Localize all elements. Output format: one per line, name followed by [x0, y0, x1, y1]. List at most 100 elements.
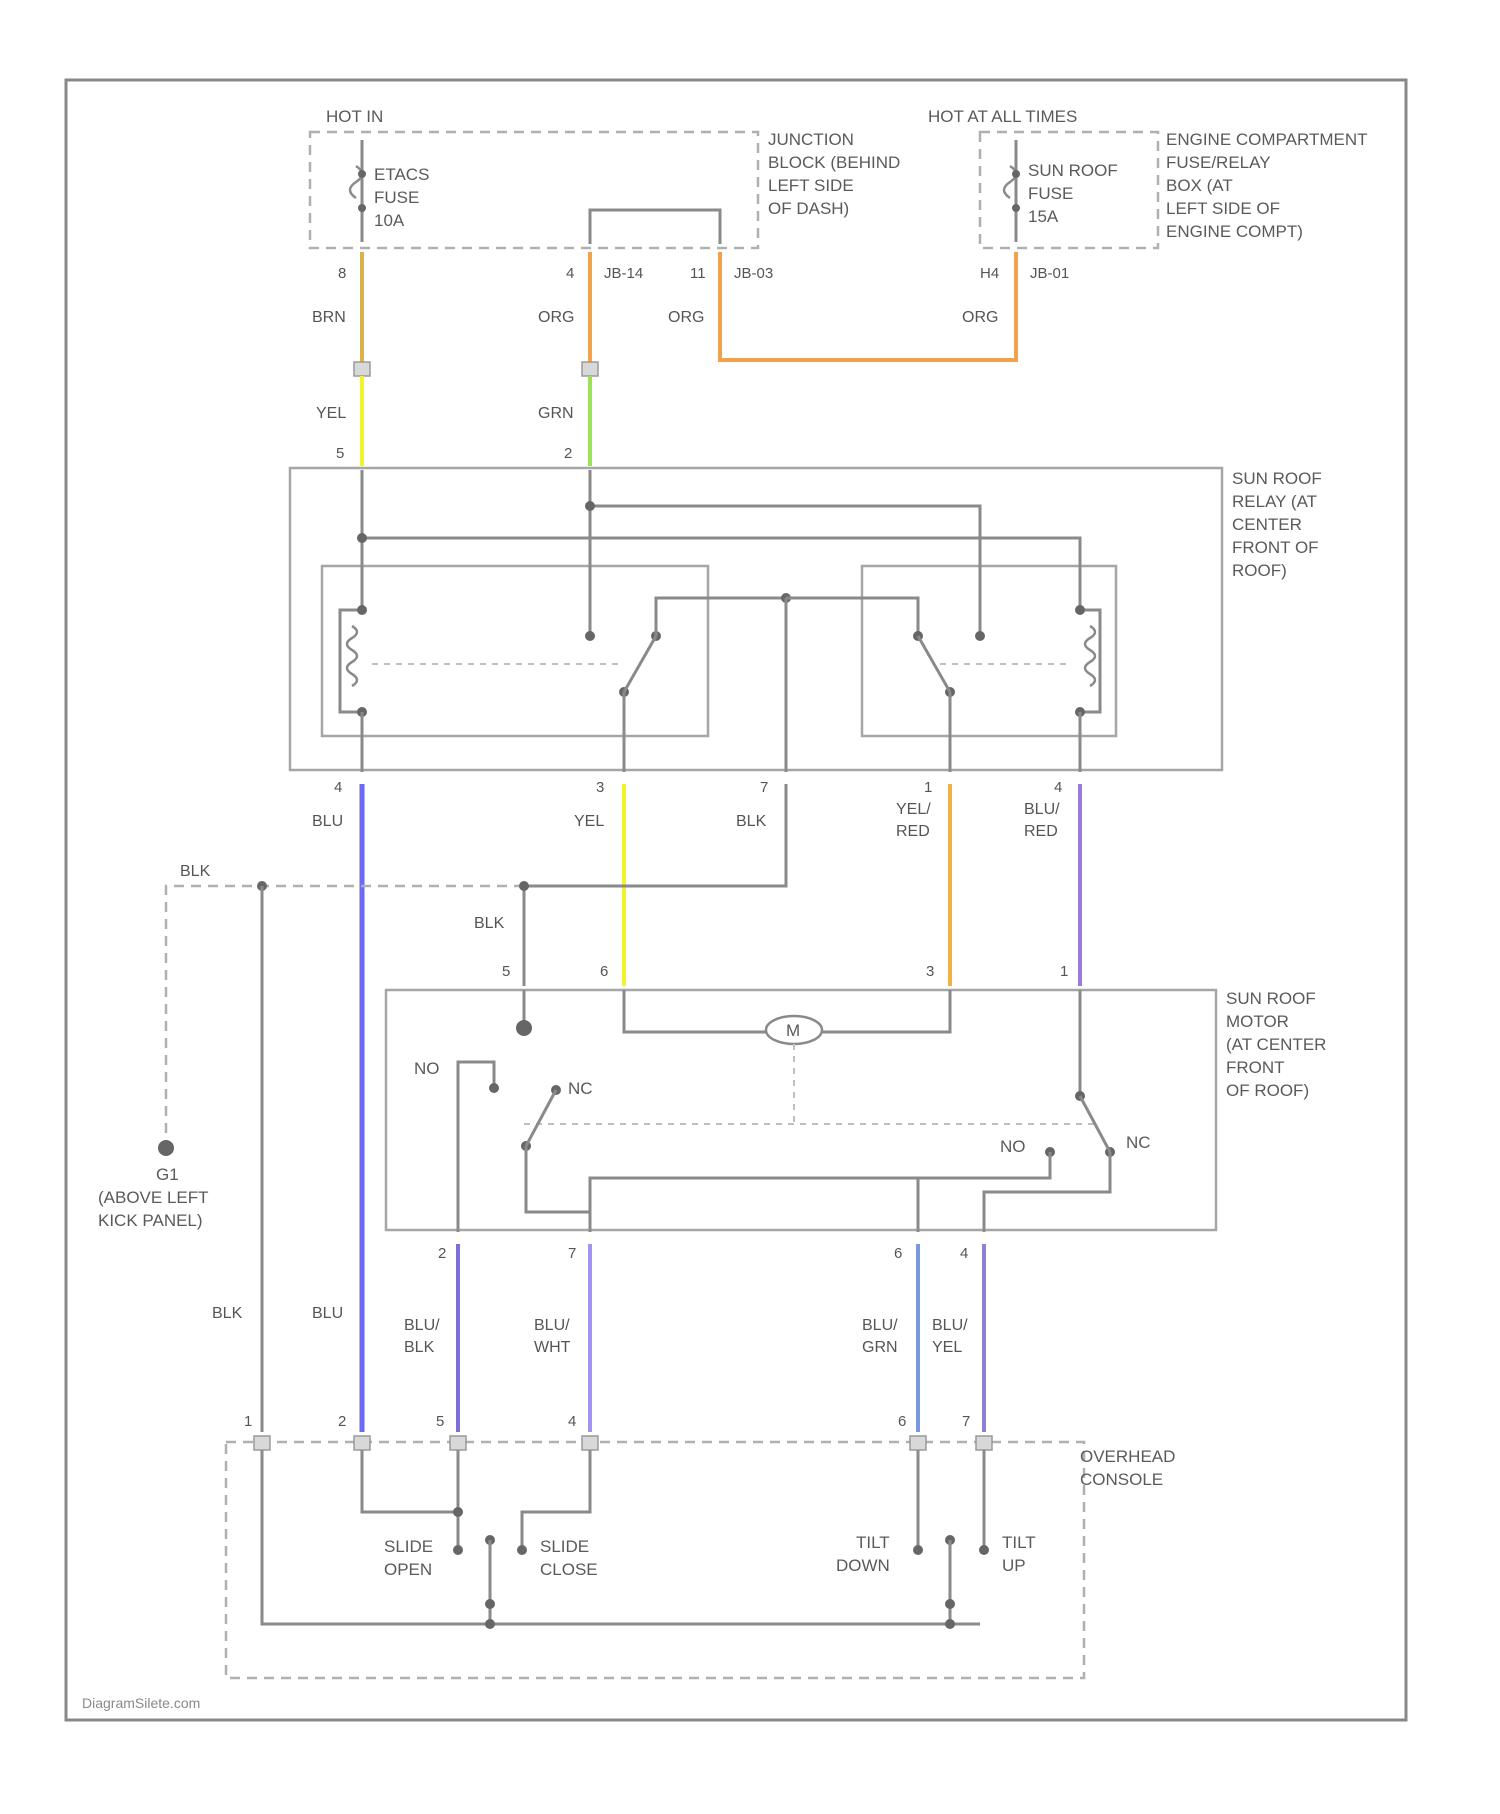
- wire-blu-label-top: BLU: [312, 813, 343, 830]
- motor-bottom-pin-4: 4: [960, 1245, 968, 1262]
- blu-wht-line-1: BLU/: [534, 1317, 570, 1334]
- relay-top-pin-2: 2: [564, 445, 572, 462]
- motor-top-pin-5: 5: [502, 963, 510, 980]
- relay-pin-4a: 4: [334, 779, 342, 796]
- eb-conn: JB-01: [1030, 265, 1069, 282]
- blu-red-line-1: BLU/: [1024, 801, 1060, 818]
- motor-line-5: OF ROOF): [1226, 1081, 1309, 1100]
- wire-blk-top-left-label: BLK: [180, 863, 211, 880]
- overhead-console: OVERHEAD CONSOLE SLIDE: [226, 1436, 1180, 1678]
- blu-red-line-2: RED: [1024, 823, 1058, 840]
- console-pin-5: 5: [436, 1413, 444, 1430]
- motor-line-2: MOTOR: [1226, 1012, 1289, 1031]
- etacs-fuse-label: ETACS FUSE 10A: [374, 165, 434, 230]
- hot-in-label: HOT IN: [326, 107, 383, 126]
- ground-label: G1 (ABOVE LEFT KICK PANEL): [98, 1165, 213, 1230]
- junction-block-label: JUNCTION BLOCK (BEHIND LEFT SIDE OF DASH…: [768, 130, 905, 218]
- yel-red-line-2: RED: [896, 823, 930, 840]
- sunroof-fuse-label: SUN ROOF FUSE 15A: [1028, 161, 1122, 226]
- wire-org-1-label: ORG: [538, 309, 574, 326]
- etacs-line-1: ETACS: [374, 165, 429, 184]
- hot-at-all-times-label: HOT AT ALL TIMES: [928, 107, 1077, 126]
- blu-wht-line-2: WHT: [534, 1339, 571, 1356]
- yel-red-line-1: YEL/: [896, 801, 931, 818]
- ground-line-2: (ABOVE LEFT: [98, 1188, 208, 1207]
- ground-line-3: KICK PANEL): [98, 1211, 203, 1230]
- blu-blk-line-1: BLU/: [404, 1317, 440, 1334]
- wire-grn-top-label: GRN: [538, 405, 574, 422]
- tilt-down-line-2: DOWN: [836, 1556, 890, 1575]
- eb-pin: H4: [980, 265, 999, 282]
- sunroof-relay: SUN ROOF RELAY (AT CENTER FRONT OF ROOF): [290, 468, 1326, 772]
- junction-block: HOT IN JUNCTION BLOCK (BEHIND LEFT SIDE …: [310, 107, 905, 248]
- engine-box-line-5: ENGINE COMPT): [1166, 222, 1303, 241]
- console-pin-2: 2: [338, 1413, 346, 1430]
- jb-conn-b: JB-14: [604, 265, 643, 282]
- ground-shield: [166, 886, 524, 1142]
- wire-blu-blk-label: BLU/ BLK: [404, 1317, 444, 1356]
- console-line-2: CONSOLE: [1080, 1470, 1163, 1489]
- wire-yel-top-label: YEL: [316, 405, 346, 422]
- motor-line-3: (AT CENTER: [1226, 1035, 1326, 1054]
- sunroof-fuse-line-3: 15A: [1028, 207, 1059, 226]
- motor-nc-right: NC: [1126, 1133, 1151, 1152]
- tilt-up-line-2: UP: [1002, 1556, 1026, 1575]
- inline-connector-a: [354, 362, 370, 376]
- motor-no-right: NO: [1000, 1137, 1026, 1156]
- ground-line-1: G1: [156, 1165, 179, 1184]
- console-pin-4: 4: [568, 1413, 576, 1430]
- motor-line-1: SUN ROOF: [1226, 989, 1316, 1008]
- blu-yel-line-2: YEL: [932, 1339, 962, 1356]
- tilt-up-line-1: TILT: [1002, 1533, 1035, 1552]
- jb-pin-a: 8: [338, 265, 346, 282]
- relay-label: SUN ROOF RELAY (AT CENTER FRONT OF ROOF): [1232, 469, 1326, 580]
- relay-pin-7: 7: [760, 779, 768, 796]
- wire-blu-wht-label: BLU/ WHT: [534, 1317, 574, 1356]
- jb-conn-c: JB-03: [734, 265, 773, 282]
- junction-line-2: BLOCK (BEHIND: [768, 153, 900, 172]
- relay-line-2: RELAY (AT: [1232, 492, 1317, 511]
- wire-blu-lower-label: BLU: [312, 1305, 343, 1322]
- tilt-up-label: TILT UP: [1002, 1533, 1040, 1575]
- engine-box-line-1: ENGINE COMPARTMENT: [1166, 130, 1367, 149]
- junction-line-3: LEFT SIDE: [768, 176, 854, 195]
- blu-yel-line-1: BLU/: [932, 1317, 968, 1334]
- wire-blu-grn-label: BLU/ GRN: [862, 1317, 902, 1356]
- tilt-down-line-1: TILT: [856, 1533, 889, 1552]
- motor-no-left: NO: [414, 1059, 440, 1078]
- wire-blu-yel-label: BLU/ YEL: [932, 1317, 972, 1356]
- relay-line-5: ROOF): [1232, 561, 1287, 580]
- motor-bottom-pin-2: 2: [438, 1245, 446, 1262]
- junction-line-1: JUNCTION: [768, 130, 854, 149]
- wire-blk-lower-label: BLK: [212, 1305, 243, 1322]
- wire-brn-label: BRN: [312, 309, 346, 326]
- ground-point: [158, 1140, 174, 1156]
- motor-nc-left: NC: [568, 1079, 593, 1098]
- wire-org-3-label: ORG: [962, 309, 998, 326]
- motor-top-pin-6: 6: [600, 963, 608, 980]
- blu-blk-line-2: BLK: [404, 1339, 435, 1356]
- tilt-down-label: TILT DOWN: [836, 1533, 894, 1575]
- motor-bottom-pin-7: 7: [568, 1245, 576, 1262]
- wire-blk-mid-label: BLK: [736, 813, 767, 830]
- relay-pin-1: 1: [924, 779, 932, 796]
- motor-line-4: FRONT: [1226, 1058, 1284, 1077]
- diagram-frame: [66, 80, 1406, 1720]
- engine-box-line-4: LEFT SIDE OF: [1166, 199, 1280, 218]
- console-pin-6: 6: [898, 1413, 906, 1430]
- jb-pin-b: 4: [566, 265, 574, 282]
- slide-open-line-1: SLIDE: [384, 1537, 433, 1556]
- motor-bottom-pin-6: 6: [894, 1245, 902, 1262]
- motor-label: SUN ROOF MOTOR (AT CENTER FRONT OF ROOF): [1226, 989, 1331, 1100]
- blu-grn-line-1: BLU/: [862, 1317, 898, 1334]
- console-pin-1: 1: [244, 1413, 252, 1430]
- relay-line-3: CENTER: [1232, 515, 1302, 534]
- engine-box-label: ENGINE COMPARTMENT FUSE/RELAY BOX (AT LE…: [1166, 130, 1372, 241]
- slide-close-line-1: SLIDE: [540, 1537, 589, 1556]
- sunroof-fuse-line-1: SUN ROOF: [1028, 161, 1118, 180]
- slide-open-label: SLIDE OPEN: [384, 1537, 438, 1579]
- etacs-line-3: 10A: [374, 211, 405, 230]
- wire-yel-mid-label: YEL: [574, 813, 604, 830]
- slide-open-line-2: OPEN: [384, 1560, 432, 1579]
